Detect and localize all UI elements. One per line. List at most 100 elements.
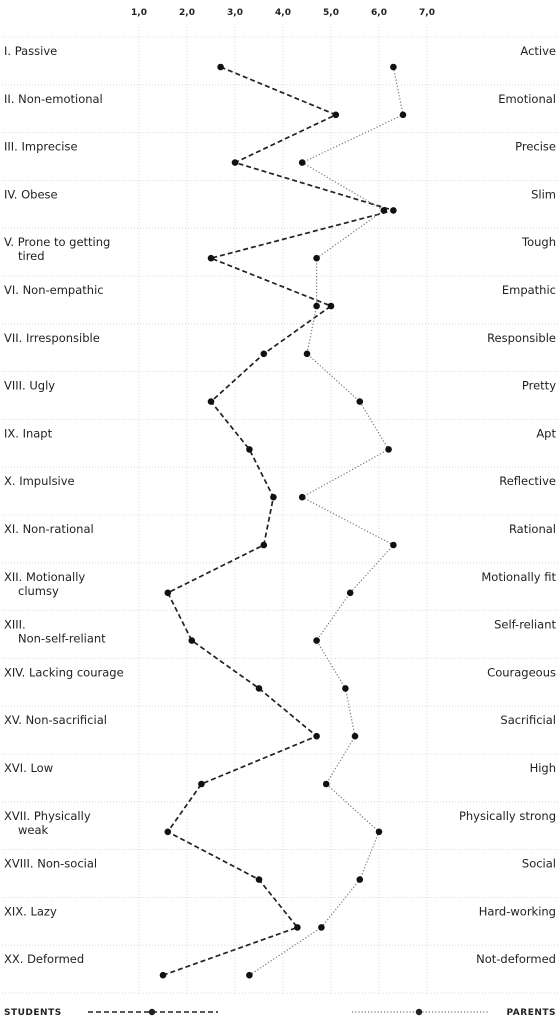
data-point-parents: [385, 446, 392, 453]
data-point-students: [260, 541, 268, 549]
data-point-parents: [380, 207, 388, 214]
left-pole-label: VIII. Ugly: [4, 379, 55, 393]
right-pole-label: Sacrificial: [500, 713, 556, 727]
left-pole-label: X. Impulsive: [4, 474, 75, 488]
x-tick-label: 4,0: [275, 8, 291, 18]
data-point-students: [270, 493, 277, 501]
legend-marker-parents: [415, 1008, 423, 1016]
left-pole-label-line: V. Prone to getting: [4, 235, 110, 249]
data-point-parents: [356, 876, 364, 883]
data-point-parents: [346, 589, 354, 597]
left-pole-label-line: clumsy: [18, 584, 59, 598]
right-pole-label: Motionally fit: [481, 570, 556, 584]
data-point-students: [164, 589, 172, 597]
data-point-students: [207, 398, 215, 405]
data-point-parents: [342, 685, 349, 692]
right-pole-label: Pretty: [522, 379, 556, 393]
left-pole-label: VI. Non-empathic: [4, 283, 104, 297]
data-point-students: [255, 685, 263, 692]
legend-label-parents: PARENTS: [507, 1008, 556, 1018]
data-point-students: [198, 780, 205, 788]
right-pole-label: Apt: [536, 426, 556, 440]
data-point-parents: [318, 924, 325, 931]
data-point-students: [260, 350, 268, 358]
x-tick-label: 6,0: [371, 8, 387, 18]
right-pole-label: Slim: [531, 187, 556, 201]
right-pole-label: Responsible: [487, 331, 556, 345]
data-point-students: [164, 828, 172, 836]
right-pole-label: Self-reliant: [494, 618, 556, 632]
legend: STUDENTS PARENTS: [4, 1008, 556, 1018]
right-pole-label: Tough: [521, 235, 556, 249]
left-pole-label: XX. Deformed: [4, 952, 84, 966]
data-point-students: [159, 971, 167, 979]
right-pole-label: Empathic: [502, 283, 556, 297]
data-point-parents: [375, 828, 383, 836]
data-point-parents: [303, 350, 311, 358]
right-pole-label: Emotional: [498, 92, 556, 106]
data-point-students: [217, 63, 224, 71]
data-point-students: [294, 924, 301, 931]
data-point-parents: [298, 159, 306, 166]
left-pole-label: IV. Obese: [4, 187, 58, 201]
data-point-parents: [390, 63, 397, 71]
data-point-parents: [356, 398, 364, 405]
left-pole-label: III. Imprecise: [4, 140, 78, 154]
left-pole-label: VII. Irresponsible: [4, 331, 100, 345]
left-pole-label: XIX. Lazy: [4, 904, 57, 918]
data-point-parents: [313, 637, 320, 644]
x-tick-label: 2,0: [179, 8, 195, 18]
legend-label-students: STUDENTS: [4, 1008, 62, 1018]
left-pole-label-line: XVII. Physically: [4, 809, 91, 823]
data-point-parents: [298, 493, 306, 501]
series-lines: [159, 63, 407, 979]
left-pole-label-line: weak: [18, 823, 49, 837]
right-pole-label: High: [530, 761, 556, 775]
data-point-parents: [313, 254, 320, 262]
data-point-parents: [351, 732, 359, 740]
data-point-students: [332, 111, 340, 119]
left-pole-label: XIII.Non-self-reliant: [4, 618, 106, 646]
data-point-students: [255, 876, 263, 883]
right-pole-label: Active: [520, 44, 556, 58]
data-point-parents: [399, 111, 407, 119]
data-point-students: [231, 159, 239, 166]
data-point-parents: [390, 541, 397, 549]
left-pole-label: XI. Non-rational: [4, 522, 94, 536]
right-pole-label: Reflective: [499, 474, 556, 488]
data-point-students: [327, 302, 335, 310]
data-point-students: [390, 207, 397, 214]
data-point-students: [246, 446, 253, 453]
right-pole-label: Precise: [515, 140, 556, 154]
x-tick-label: 5,0: [323, 8, 339, 18]
x-tick-label: 7,0: [419, 8, 435, 18]
left-pole-label: XIV. Lacking courage: [4, 665, 124, 679]
right-pole-label: Physically strong: [459, 809, 556, 823]
left-pole-label: XV. Non-sacrificial: [4, 713, 107, 727]
right-pole-label: Social: [522, 857, 556, 871]
right-pole-label: Not-deformed: [476, 952, 556, 966]
data-point-parents: [313, 302, 320, 310]
left-pole-label: XVI. Low: [4, 761, 53, 775]
x-tick-label: 3,0: [227, 8, 243, 18]
left-pole-label-line: Non-self-reliant: [18, 632, 106, 646]
left-pole-label: II. Non-emotional: [4, 92, 103, 106]
right-pole-label: Rational: [509, 522, 556, 536]
right-pole-label: Courageous: [487, 665, 556, 679]
left-pole-label: XVIII. Non-social: [4, 857, 97, 871]
left-pole-label-line: XIII.: [4, 618, 26, 632]
data-point-students: [313, 732, 320, 740]
right-pole-label: Hard-working: [479, 904, 556, 918]
legend-marker-students: [148, 1008, 156, 1016]
data-point-parents: [246, 971, 253, 979]
series-line-students: [162, 66, 397, 977]
left-pole-label: IX. Inapt: [4, 426, 53, 440]
data-point-students: [207, 254, 215, 262]
data-point-parents: [322, 780, 330, 788]
